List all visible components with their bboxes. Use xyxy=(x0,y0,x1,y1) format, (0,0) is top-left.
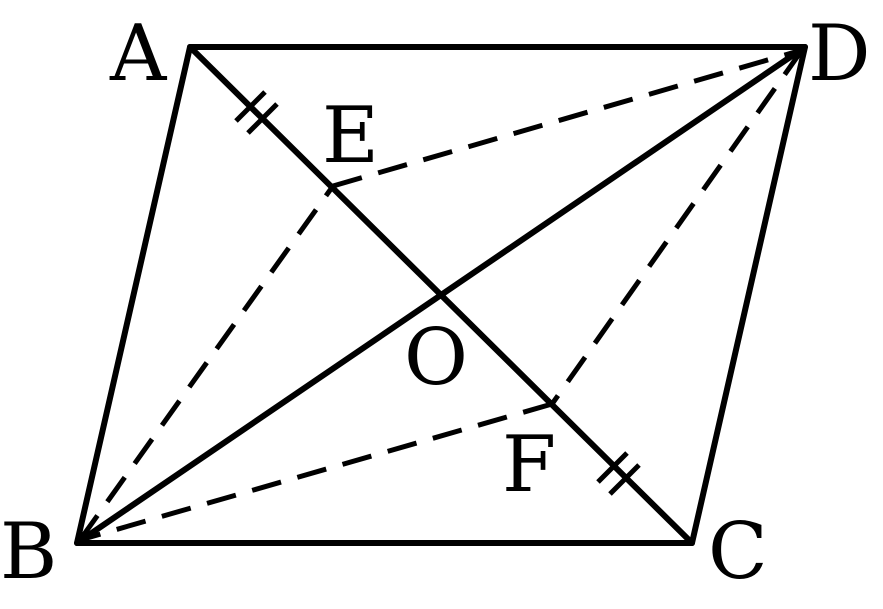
point-label-f: F xyxy=(502,420,556,510)
segment-df xyxy=(549,48,805,406)
point-label-d: D xyxy=(808,9,871,99)
point-label-e: E xyxy=(322,91,379,181)
diagonal-bd xyxy=(74,44,808,546)
segment-ed xyxy=(332,47,803,189)
point-label-o: O xyxy=(404,313,468,403)
tick-mark-cf xyxy=(596,451,641,496)
segment-be xyxy=(77,184,336,542)
point-label-c: C xyxy=(708,507,768,597)
segment-fb xyxy=(79,401,553,543)
tick-mark-ae xyxy=(234,90,279,135)
point-label-b: B xyxy=(0,507,57,597)
point-label-a: A xyxy=(109,9,168,99)
